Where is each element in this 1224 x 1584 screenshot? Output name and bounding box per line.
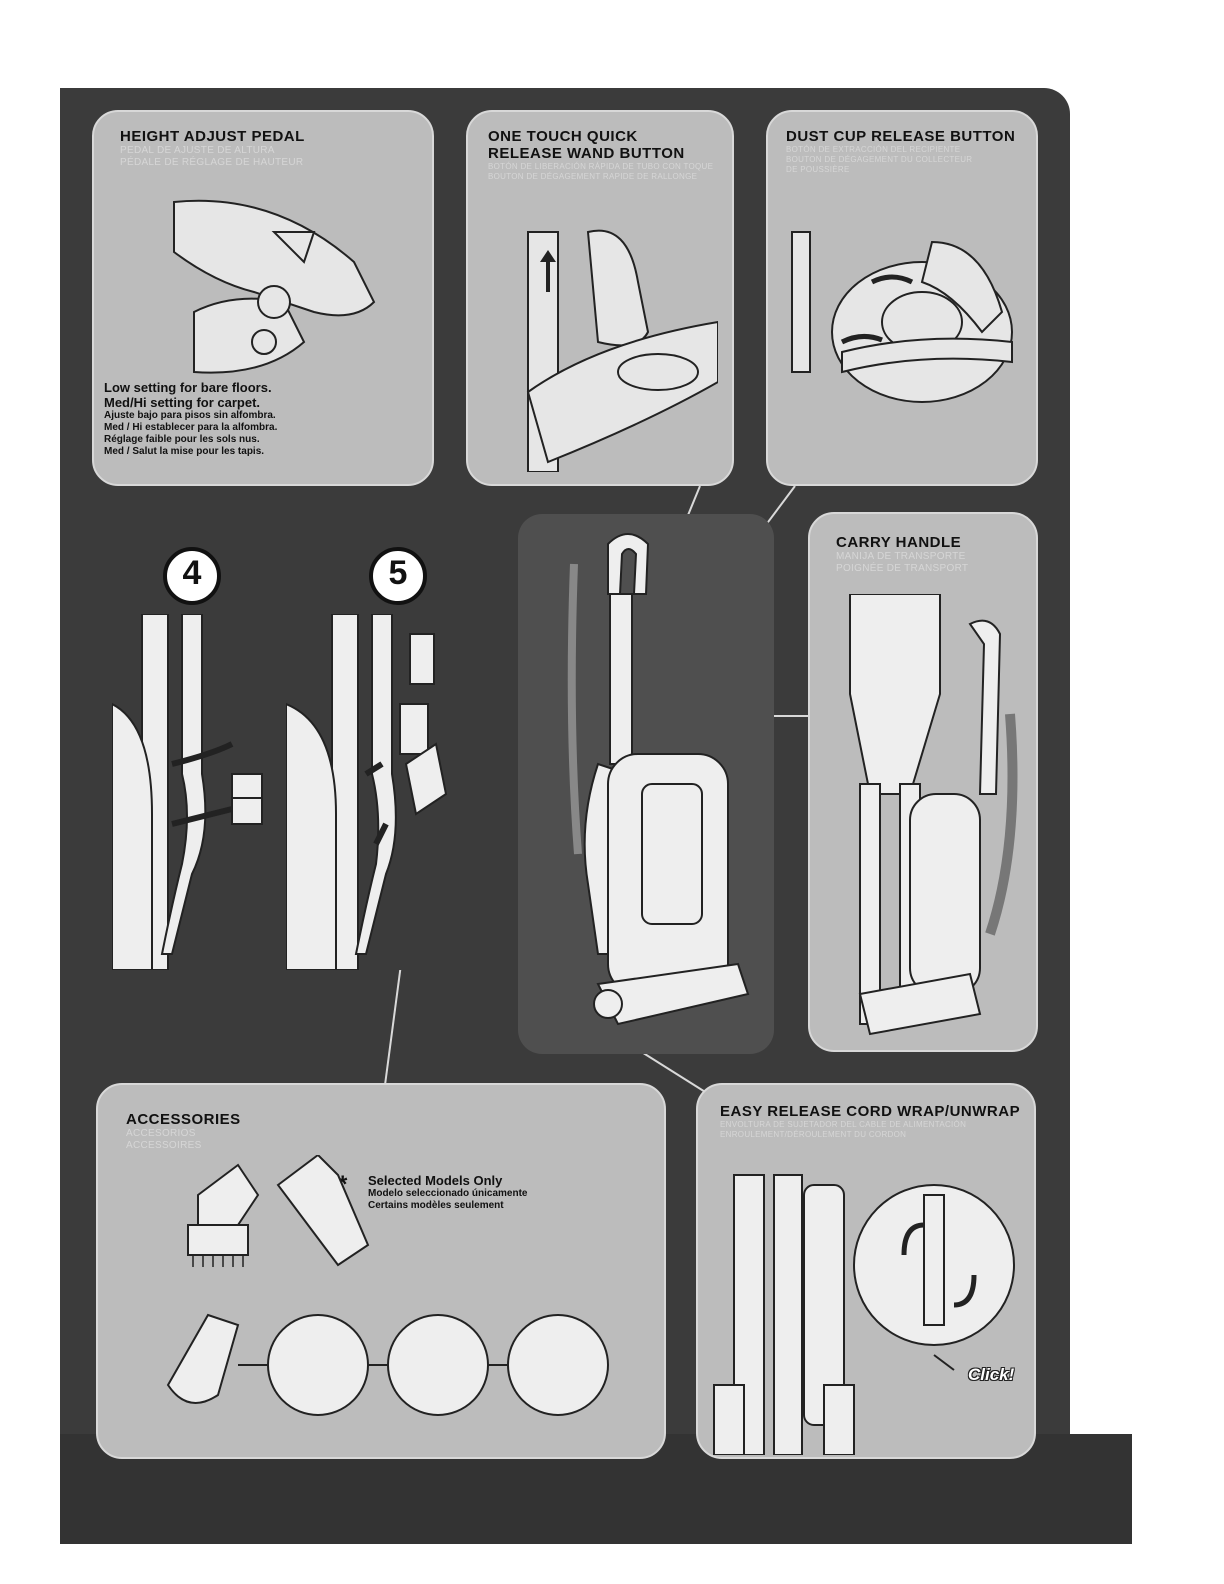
- height-adjust-subtitle-es: PEDAL DE AJUSTE DE ALTURA: [120, 145, 275, 156]
- cord-wrap-title: EASY RELEASE CORD WRAP/UNWRAP: [720, 1103, 1021, 1120]
- selected-models-fr: Certains modèles seulement: [368, 1200, 504, 1211]
- click-label: Click!: [968, 1365, 1015, 1384]
- step-5-number: 5: [388, 554, 408, 592]
- carry-handle-subtitle-es: MANIJA DE TRANSPORTE: [836, 551, 966, 562]
- accessories-illustration: [166, 1155, 609, 1416]
- height-pedal-illustration: [173, 199, 376, 374]
- height-note-fr-2: Med / Salut la mise pour les tapis.: [104, 446, 265, 457]
- accessories-subtitle-fr: ACCESSOIRES: [126, 1140, 202, 1151]
- wand-release-subtitle-fr: BOUTON DE DÉGAGEMENT RAPIDE DE RALLONGE: [488, 172, 698, 181]
- wand-release-panel: ONE TOUCH QUICK RELEASE WAND BUTTON BOTÓ…: [466, 110, 734, 486]
- height-note-carpet: Med/Hi setting for carpet.: [104, 395, 261, 410]
- height-note-bare-floors: Low setting for bare floors.: [104, 380, 272, 395]
- dust-cup-subtitle-fr-2: DE POUSSIÈRE: [786, 165, 850, 174]
- carry-handle-panel: CARRY HANDLE MANIJA DE TRANSPORTE POIGNÉ…: [808, 512, 1038, 1052]
- dust-cup-title: DUST CUP RELEASE BUTTON: [786, 128, 1016, 145]
- step-5-illustration: [286, 614, 466, 970]
- selected-models-es: Modelo seleccionado únicamente: [368, 1188, 528, 1199]
- step-4-illustration: [112, 614, 272, 970]
- accessories-panel: ACCESSORIES ACCESORIOS ACCESSOIRES * Sel…: [96, 1083, 666, 1459]
- dust-cup-subtitle-es: BOTÓN DE EXTRACCIÓN DEL RECIPIENTE: [786, 145, 961, 154]
- accessories-title: ACCESSORIES: [126, 1111, 241, 1128]
- carry-handle-title: CARRY HANDLE: [836, 534, 962, 551]
- cord-wrap-subtitle-fr: ENROULEMENT/DÉROULEMENT DU CORDON: [720, 1130, 907, 1139]
- step-5-badge: 5: [368, 546, 428, 606]
- step-4-badge: 4: [162, 546, 222, 606]
- step-4-number: 4: [182, 554, 202, 592]
- height-note-es-1: Ajuste bajo para pisos sin alfombra.: [104, 410, 276, 421]
- vacuum-overview-panel: [518, 514, 774, 1054]
- wand-release-title-line1: ONE TOUCH QUICK: [488, 128, 638, 145]
- height-adjust-title: HEIGHT ADJUST PEDAL: [120, 128, 305, 145]
- dust-cup-panel: DUST CUP RELEASE BUTTON BOTÓN DE EXTRACC…: [766, 110, 1038, 486]
- selected-models-en: Selected Models Only: [368, 1173, 503, 1188]
- height-note-es-2: Med / Hi establecer para la alfombra.: [104, 422, 278, 433]
- height-adjust-panel: HEIGHT ADJUST PEDAL PEDAL DE AJUSTE DE A…: [92, 110, 434, 486]
- cord-wrap-illustration: [713, 1174, 1015, 1455]
- wand-release-subtitle-es: BOTÓN DE LIBERACIÓN RÁPIDA DE TUBO CON T…: [488, 162, 714, 171]
- wand-release-title-line2: RELEASE WAND BUTTON: [488, 145, 685, 162]
- cord-wrap-panel: EASY RELEASE CORD WRAP/UNWRAP ENVOLTURA …: [696, 1083, 1036, 1459]
- carry-handle-subtitle-fr: POIGNÉE DE TRANSPORT: [836, 563, 969, 574]
- dust-cup-illustration: [791, 231, 1013, 403]
- accessories-subtitle-es: ACCESORIOS: [126, 1128, 196, 1139]
- height-adjust-subtitle-fr: PÉDALE DE RÉGLAGE DE HAUTEUR: [120, 157, 304, 168]
- wand-release-illustration: [526, 229, 718, 472]
- cord-wrap-subtitle-es: ENVOLTURA DE SUJETADOR DEL CABLE DE ALIM…: [720, 1120, 967, 1129]
- vacuum-overview-illustration: [567, 533, 750, 1026]
- height-note-fr-1: Réglage faible pour les sols nus.: [104, 434, 260, 445]
- carry-handle-illustration: [849, 594, 1018, 1036]
- dust-cup-subtitle-fr-1: BOUTON DE DÉGAGEMENT DU COLLECTEUR: [786, 155, 973, 164]
